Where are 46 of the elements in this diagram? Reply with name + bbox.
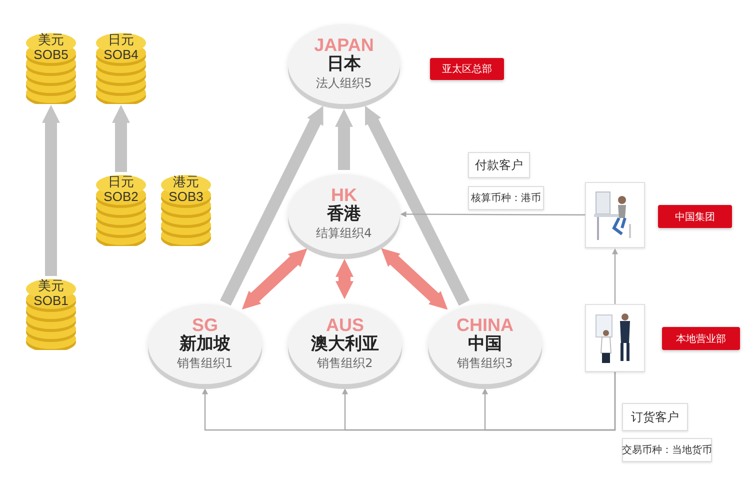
region-tag: 本地营业部: [662, 327, 740, 350]
currency-label: 日元: [108, 174, 134, 189]
currency-label: 日元: [108, 32, 134, 47]
block-arrow: [381, 248, 448, 310]
organization-label: 销售组织2: [317, 355, 373, 372]
currency-label: 美元: [38, 32, 64, 47]
country-name: 中国: [468, 334, 502, 355]
connector-arrow: [612, 248, 618, 304]
block-arrow: [365, 106, 470, 306]
region-code: JAPAN: [314, 36, 374, 54]
region-tag: 中国集团: [658, 205, 732, 228]
region-code: SG: [192, 316, 218, 334]
country-name: 澳大利亚: [311, 334, 379, 355]
currency-label: SOB1: [34, 293, 68, 308]
currency-label: 港元: [173, 174, 199, 189]
region-code: CHINA: [456, 316, 514, 334]
region-code: HK: [331, 186, 357, 204]
organization-label: 法人组织5: [316, 75, 372, 92]
organization-circle: [288, 174, 400, 254]
block-arrow: [242, 248, 308, 310]
info-card: 订货客户: [622, 403, 688, 431]
picture-frame: [585, 182, 645, 248]
connector-arrow: [482, 372, 616, 431]
block-arrow: [112, 104, 130, 172]
organization-label: 销售组织1: [177, 355, 233, 372]
region-tag: 亚太区总部: [430, 58, 504, 80]
currency-label: SOB4: [104, 47, 138, 62]
organization-label: 销售组织3: [457, 355, 513, 372]
currency-label: SOB2: [104, 189, 138, 204]
organization-label: 结算组织4: [316, 225, 372, 242]
currency-label: 美元: [38, 278, 64, 293]
country-name: 日本: [327, 54, 361, 75]
country-name: 新加坡: [180, 334, 230, 355]
block-arrow: [336, 258, 354, 300]
currency-label: SOB3: [168, 189, 204, 204]
connector-arrow: [400, 211, 585, 218]
info-card: 交易币种：当地货币: [622, 438, 712, 462]
block-arrow: [220, 106, 324, 306]
picture-frame: [585, 304, 645, 372]
country-name: 香港: [327, 204, 361, 225]
block-arrow: [42, 104, 60, 276]
region-code: AUS: [326, 316, 364, 334]
currency-label: SOB5: [34, 47, 68, 62]
info-card: 付款客户: [468, 152, 530, 178]
info-card: 核算币种：港币: [468, 186, 544, 210]
block-arrow: [335, 108, 353, 170]
